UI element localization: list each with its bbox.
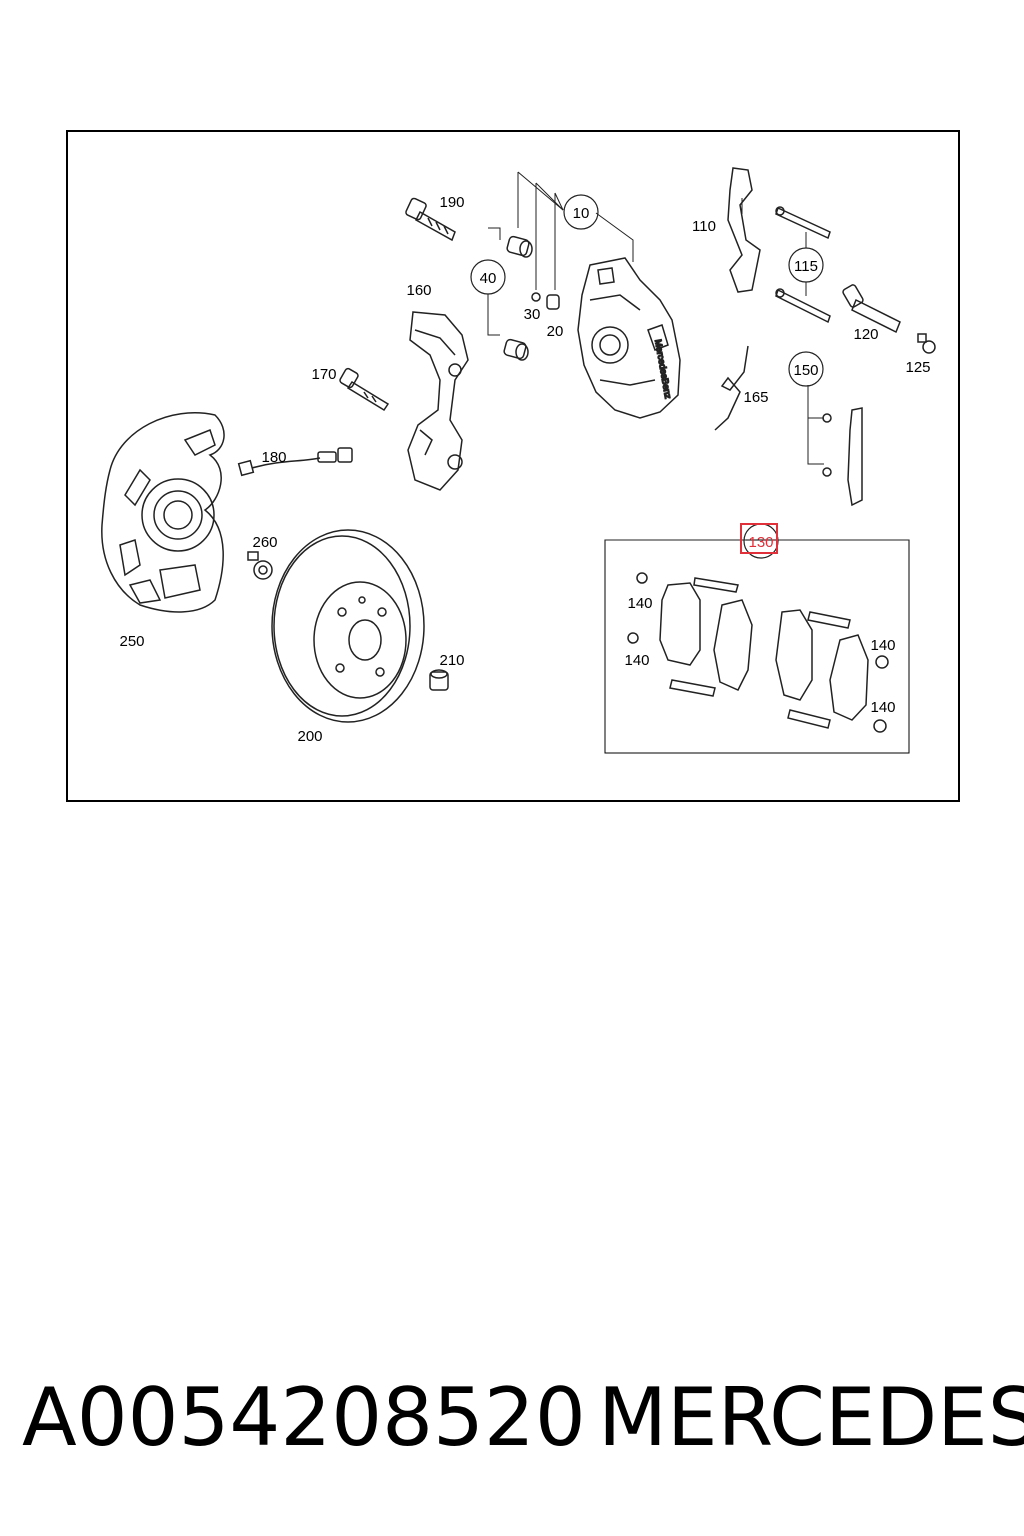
callout-40: 40	[480, 270, 497, 287]
callout-150: 150	[793, 362, 818, 379]
holding-plate-part[interactable]	[727, 167, 761, 293]
callout-160: 160	[406, 282, 431, 299]
callout-250: 250	[119, 633, 144, 650]
callout-10: 10	[573, 205, 590, 222]
caliper-bracket-part[interactable]	[407, 311, 469, 491]
bolt-260-part[interactable]	[247, 551, 273, 580]
selected-callout-highlight	[740, 523, 778, 554]
shim-plate-part[interactable]	[822, 407, 863, 507]
brake-disc-part[interactable]	[271, 529, 425, 723]
brake-caliper-part[interactable]: MercedesBenz	[577, 257, 681, 419]
anti-rattle-spring-part[interactable]	[714, 345, 749, 431]
diagram-frame	[66, 130, 960, 802]
guide-bushing-lower[interactable]	[503, 338, 529, 361]
bolt-125-part[interactable]	[917, 333, 936, 354]
brand-name: MERCEDES	[598, 1371, 1024, 1464]
bolt-120-part[interactable]	[842, 284, 901, 334]
callout-140-lower-right: 140	[870, 699, 895, 716]
nut-210-part[interactable]	[429, 669, 449, 691]
guide-pin-lower[interactable]	[775, 288, 831, 324]
callout-125: 125	[905, 359, 930, 376]
dust-shield-part[interactable]	[101, 412, 225, 613]
svg-text:MercedesBenz: MercedesBenz	[653, 339, 673, 400]
callout-210: 210	[439, 652, 464, 669]
callout-140-lower-left: 140	[624, 652, 649, 669]
callout-circles	[470, 194, 824, 559]
bolt-170-part[interactable]	[339, 367, 390, 412]
callout-140-upper-left: 140	[627, 595, 652, 612]
brake-pad-kit-parts[interactable]	[627, 572, 889, 733]
leader-lines	[487, 171, 909, 541]
callout-190: 190	[439, 194, 464, 211]
callout-20: 20	[547, 323, 564, 340]
callout-140-upper-right: 140	[870, 637, 895, 654]
guide-bushing-upper[interactable]	[506, 235, 533, 258]
callout-170: 170	[311, 366, 336, 383]
callout-30: 30	[524, 306, 541, 323]
brake-exploded-diagram: MercedesBenz	[66, 130, 960, 802]
wear-sensor-part[interactable]	[237, 447, 353, 477]
callout-130[interactable]: 130	[748, 534, 773, 551]
bolt-190-part[interactable]	[405, 197, 456, 242]
callout-115: 115	[794, 258, 818, 275]
callout-120: 120	[853, 326, 878, 343]
guide-pin-upper[interactable]	[775, 206, 831, 240]
callout-260: 260	[252, 534, 277, 551]
callout-165: 165	[743, 389, 768, 406]
bleed-valve-part[interactable]	[546, 294, 560, 310]
callout-180: 180	[261, 449, 286, 466]
callout-110: 110	[692, 218, 716, 235]
footer: A0054208520 MERCEDES	[0, 1368, 1024, 1478]
callout-200: 200	[297, 728, 322, 745]
part-number: A0054208520	[22, 1371, 586, 1464]
pad-kit-frame	[604, 539, 910, 754]
seal-part[interactable]	[531, 292, 541, 302]
